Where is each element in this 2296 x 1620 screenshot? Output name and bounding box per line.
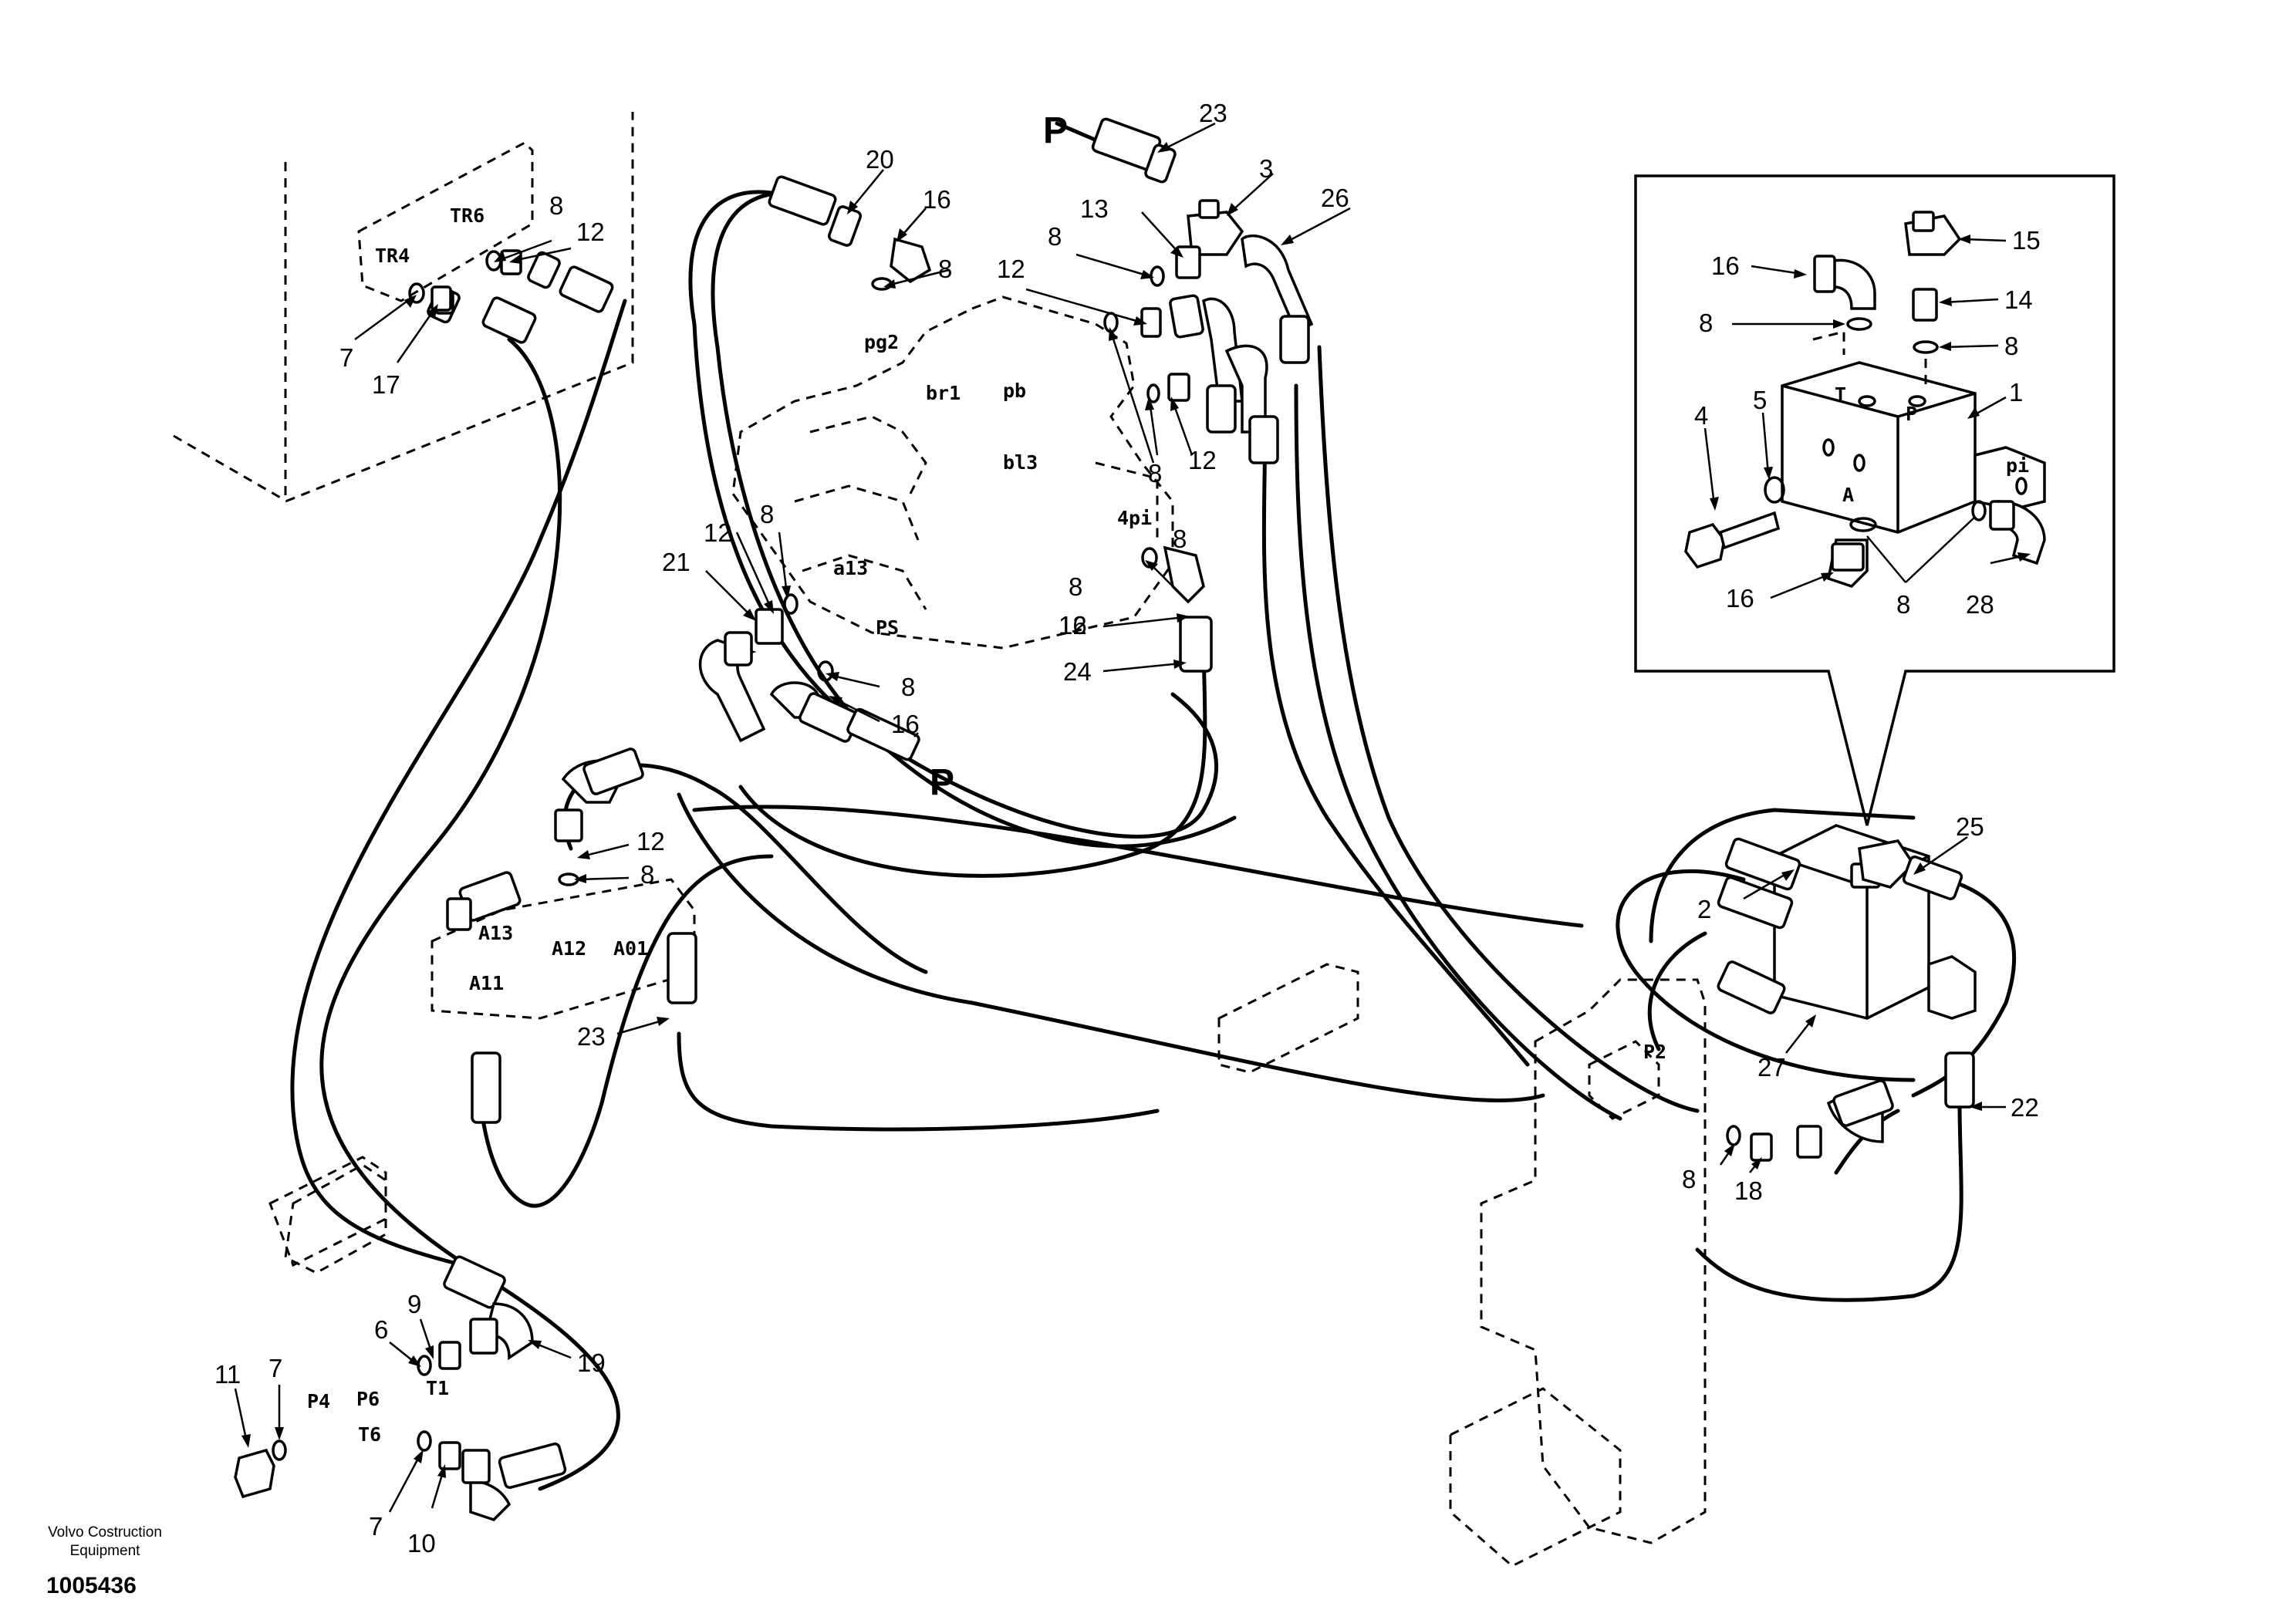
callout-8: 8 bbox=[1069, 572, 1082, 601]
callout-17: 17 bbox=[372, 370, 400, 399]
port-label-A11: A11 bbox=[469, 972, 504, 994]
callout-8: 8 bbox=[1682, 1165, 1696, 1193]
callout-2: 2 bbox=[1697, 895, 1711, 923]
port-label-bl3: bl3 bbox=[1003, 451, 1038, 474]
port-label-4pi: 4pi bbox=[1117, 507, 1152, 529]
port-label-a13: a13 bbox=[833, 557, 868, 579]
brand-line-2: Equipment bbox=[70, 1543, 141, 1559]
port-labels: TR6 TR4 pg2 br1 pb bl3 4pi a13 PS A13 A1… bbox=[307, 204, 2029, 1446]
port-label-p2: P2 bbox=[1643, 1041, 1666, 1063]
callout-1: 1 bbox=[2009, 378, 2023, 407]
port-label-t6: T6 bbox=[358, 1423, 381, 1446]
port-label-pi: pi bbox=[2006, 454, 2029, 477]
callout-6: 6 bbox=[374, 1315, 388, 1344]
callout-16b: 16 bbox=[1059, 611, 1087, 640]
callout-8: 8 bbox=[1896, 590, 1910, 619]
callout-8: 8 bbox=[640, 860, 654, 889]
callout-8: 8 bbox=[1699, 309, 1713, 337]
callout-numbers: 20 16 8 23 13 3 26 8 12 12 8 7 17 12 8 8… bbox=[214, 99, 2041, 1558]
port-label-A13: A13 bbox=[478, 922, 513, 944]
port-label-pg2: pg2 bbox=[864, 331, 899, 353]
callout-26: 26 bbox=[1321, 184, 1349, 212]
callout-8: 8 bbox=[1173, 525, 1187, 553]
callout-8: 8 bbox=[938, 255, 952, 283]
port-label-t1: T1 bbox=[426, 1377, 449, 1399]
port-label-tr4: TR4 bbox=[375, 245, 410, 267]
callout-7: 7 bbox=[268, 1354, 282, 1382]
callout-28: 28 bbox=[1966, 590, 1994, 619]
port-label-tr6: TR6 bbox=[450, 204, 485, 227]
drawing-number: 1005436 bbox=[46, 1573, 137, 1598]
brand-line-1: Volvo Costruction bbox=[48, 1524, 162, 1541]
callout-16: 16 bbox=[923, 185, 951, 214]
callout-16: 16 bbox=[891, 710, 920, 738]
port-label-br1: br1 bbox=[926, 382, 961, 404]
callout-16: 12 bbox=[1059, 611, 1087, 640]
callout-10: 10 bbox=[407, 1529, 436, 1558]
detail-inset bbox=[1634, 174, 2115, 826]
port-label-p: P bbox=[1906, 403, 1917, 425]
callout-11: 11 bbox=[214, 1360, 241, 1389]
callout-9: 9 bbox=[407, 1290, 421, 1318]
footer: Volvo Costruction Equipment 1005436 bbox=[46, 1524, 162, 1598]
callout-14: 14 bbox=[2004, 285, 2033, 314]
callout-22: 22 bbox=[2011, 1093, 2039, 1122]
callout-4: 4 bbox=[1694, 401, 1708, 430]
port-label-p6: P6 bbox=[356, 1388, 380, 1410]
callout-23: 23 bbox=[1199, 99, 1227, 127]
callout-leaders bbox=[234, 122, 2031, 1513]
port-label-pb: pb bbox=[1003, 380, 1026, 402]
port-label-a: A bbox=[1842, 484, 1854, 506]
callout-25: 25 bbox=[1956, 812, 1984, 841]
callout-18: 18 bbox=[1734, 1176, 1763, 1205]
fittings bbox=[234, 117, 1977, 1522]
callout-12: 12 bbox=[576, 218, 605, 246]
callout-13: 13 bbox=[1080, 194, 1109, 223]
callout-12: 12 bbox=[636, 827, 665, 856]
callout-8: 8 bbox=[1048, 222, 1062, 251]
callout-21: 21 bbox=[662, 548, 690, 576]
callout-8: 8 bbox=[2004, 332, 2018, 360]
callout-16: 16 bbox=[1726, 584, 1754, 613]
callout-8: 8 bbox=[549, 191, 563, 220]
callout-8: 8 bbox=[760, 500, 774, 528]
callout-12: 12 bbox=[997, 255, 1025, 283]
callout-8: 8 bbox=[901, 673, 915, 701]
callout-20: 20 bbox=[866, 145, 894, 174]
callout-15: 15 bbox=[2012, 226, 2041, 255]
callout-12: 12 bbox=[1188, 446, 1217, 474]
callout-3: 3 bbox=[1259, 154, 1273, 183]
callout-24: 24 bbox=[1063, 657, 1092, 686]
port-label-A12: A12 bbox=[552, 937, 586, 960]
callout-12: 12 bbox=[704, 518, 732, 547]
port-label-t: T bbox=[1835, 383, 1846, 406]
callout-5: 5 bbox=[1753, 386, 1767, 414]
port-label-A01: A01 bbox=[613, 937, 648, 960]
callout-19: 19 bbox=[577, 1348, 606, 1377]
frame-outlines bbox=[173, 112, 1707, 1568]
port-label-p4: P4 bbox=[307, 1390, 330, 1412]
callout-27: 27 bbox=[1757, 1053, 1786, 1082]
callout-23: 23 bbox=[577, 1022, 606, 1051]
pressure-labels: P P bbox=[930, 110, 1068, 803]
port-label-ps: PS bbox=[876, 616, 899, 639]
callout-7: 7 bbox=[369, 1512, 383, 1541]
callout-16: 16 bbox=[1711, 251, 1740, 280]
callout-7: 7 bbox=[339, 343, 353, 372]
pressure-label-bottom: P bbox=[930, 762, 954, 803]
pressure-label-top: P bbox=[1043, 110, 1068, 151]
callout-8: 8 bbox=[1148, 459, 1162, 488]
hose-lines bbox=[290, 190, 2017, 1491]
